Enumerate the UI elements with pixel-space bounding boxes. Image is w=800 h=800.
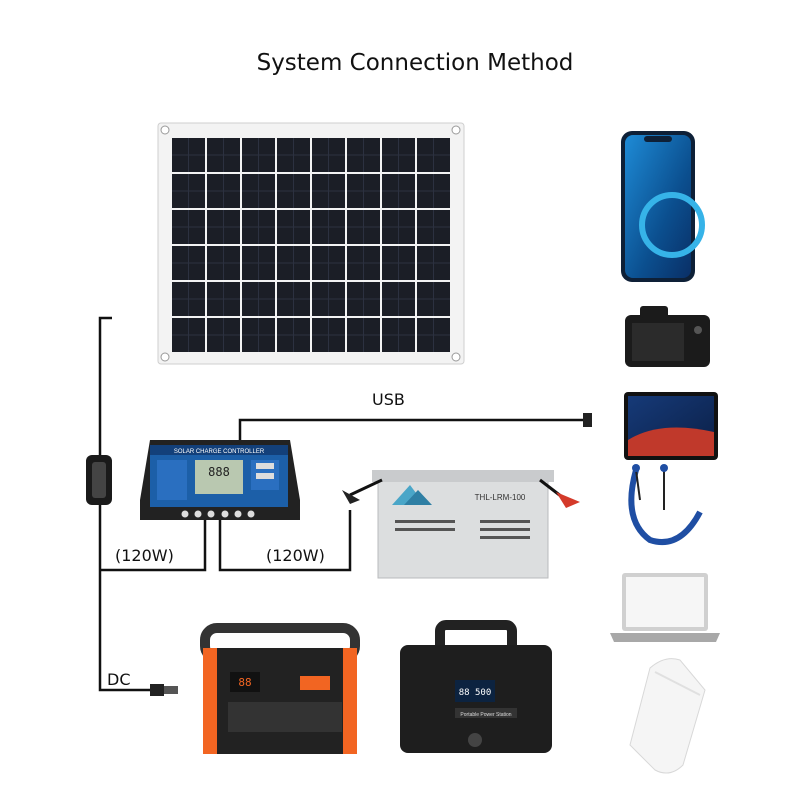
battery-brand: THL-LRM-100 [475,493,526,502]
orange-station-display: 88 [238,676,251,689]
power-station-icon: 88 [200,623,360,754]
power-station-icon: 88 500 Portable Power Station [400,620,552,753]
dc-plug-icon [150,684,178,696]
charge-controller-icon: SOLAR CHARGE CONTROLLER 888 [140,440,300,520]
earphones-icon [628,464,703,546]
power-bank-icon [629,658,706,774]
dc-label: DC [107,670,131,689]
black-station-strip: Portable Power Station [460,712,511,718]
battery-icon: THL-LRM-100 [342,470,580,579]
laptop-icon [610,573,720,642]
tablet-icon [624,392,718,460]
smartphone-icon [621,131,705,282]
black-station-display: 88 500 [459,688,492,698]
usb-label: USB [372,390,405,409]
power-label-left: (120W) [115,546,174,565]
mc4-connector-icon [86,455,112,505]
diagram-title: System Connection Method [256,50,574,76]
usb-connector-icon [583,413,592,427]
camera-icon [625,306,710,367]
solar-panel-icon [157,122,465,365]
power-label-right: (120W) [266,546,325,565]
controller-display: 888 [208,465,230,479]
controller-header: SOLAR CHARGE CONTROLLER [174,449,265,455]
